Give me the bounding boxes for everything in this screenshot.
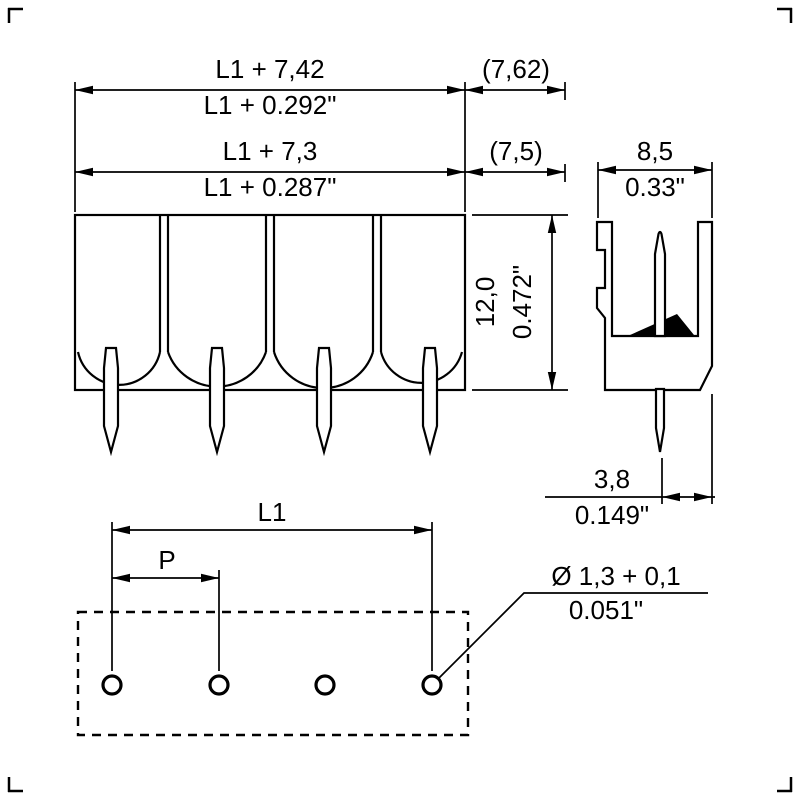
arrowhead (414, 525, 432, 535)
front-inner-width-metric-label: L1 + 7,3 (223, 136, 318, 166)
arrowhead (447, 167, 465, 177)
mounting-hole (101, 674, 123, 696)
leader-line (437, 592, 708, 680)
arrowhead (112, 525, 130, 535)
arrowhead (465, 85, 483, 95)
side-width-imperial-label: 0.33" (625, 172, 685, 202)
arrowhead (598, 165, 616, 175)
arrowheads (75, 85, 712, 583)
front-body-outline (73, 213, 467, 392)
arrowhead (547, 85, 565, 95)
crop-marks (7, 7, 793, 793)
footprint-view (76, 610, 470, 737)
contact-blade (653, 230, 667, 338)
solder-pin (208, 346, 226, 457)
footprint-outline (76, 610, 470, 737)
arrowhead (694, 165, 712, 175)
side-width-metric-label: 8,5 (637, 136, 673, 166)
solder-pin-side (654, 387, 666, 453)
footprint-length-label: L1 (258, 497, 287, 527)
hole-diameter-metric-label: Ø 1,3 + 0,1 (551, 561, 680, 591)
front-height-metric-label: 12,0 (470, 277, 500, 328)
arrowhead (662, 492, 680, 502)
arrowhead (465, 167, 483, 177)
arrowhead (75, 167, 93, 177)
arrowhead (112, 573, 130, 583)
arrowhead (75, 85, 93, 95)
front-outer-width-metric-label: L1 + 7,42 (215, 54, 324, 84)
arrowhead (694, 492, 712, 502)
arrowhead (547, 167, 565, 177)
solder-pin (315, 346, 333, 457)
front-view (73, 213, 467, 457)
side-pin-offset-metric-label: 3,8 (594, 464, 630, 494)
solder-pin (421, 346, 439, 457)
hole-diameter-imperial-label: 0.051" (569, 595, 643, 625)
dimension-labels: L1 + 7,42 L1 + 0.292" (7,62) L1 + 7,3 L1… (158, 54, 685, 625)
arrowhead (447, 85, 465, 95)
arrowhead (547, 215, 557, 233)
front-height-imperial-label: 0.472" (507, 265, 537, 339)
front-outer-width-imperial-label: L1 + 0.292" (204, 90, 337, 120)
arrowhead (547, 372, 557, 390)
mounting-hole (208, 674, 230, 696)
solder-pin (102, 346, 120, 457)
side-pin-offset-imperial-label: 0.149" (575, 500, 649, 530)
dimension-lines (74, 82, 715, 680)
chamber-arc (379, 351, 464, 384)
side-view (595, 220, 714, 453)
front-outer-width-aux-label: (7,62) (482, 54, 550, 84)
arrowhead (201, 573, 219, 583)
front-inner-width-aux-label: (7,5) (489, 136, 542, 166)
footprint-pitch-label: P (158, 545, 175, 575)
mounting-hole (314, 674, 336, 696)
front-inner-width-imperial-label: L1 + 0.287" (204, 172, 337, 202)
mounting-hole (421, 674, 443, 696)
